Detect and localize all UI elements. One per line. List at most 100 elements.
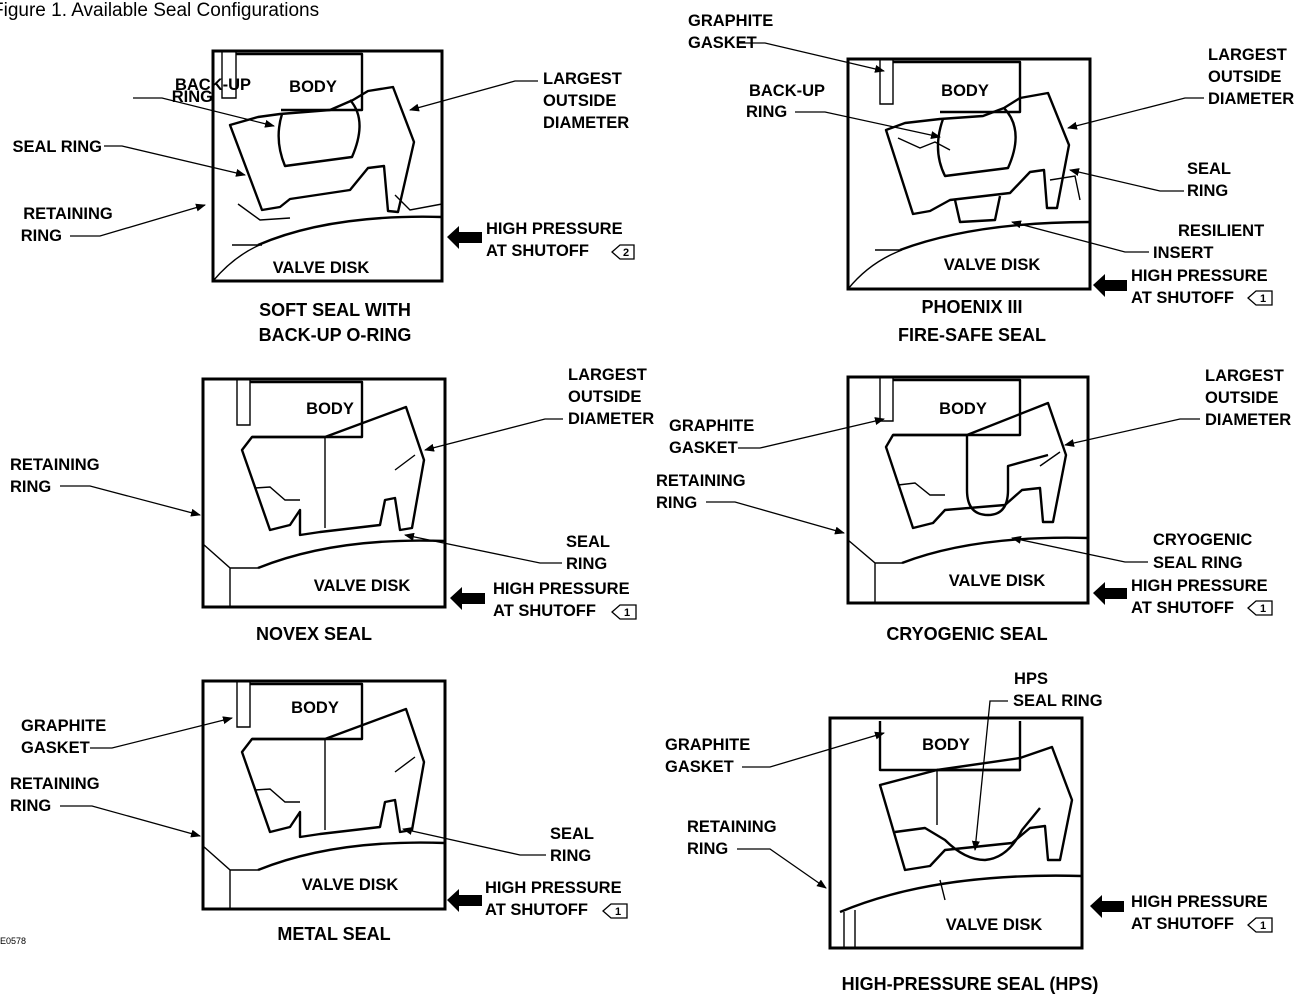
phoenix-seal-ring-label: RING	[1187, 182, 1228, 200]
cryogenic-note-number: 1	[1260, 603, 1266, 615]
phoenix-at-shutoff-label: AT SHUTOFF	[1131, 289, 1234, 307]
metal-high-pressure-label: HIGH PRESSURE	[485, 879, 622, 897]
cryogenic-graphite-label: GRAPHITE	[669, 417, 754, 435]
phoenix-graphite-leader	[737, 42, 885, 73]
metal-ring-label: RING	[10, 797, 51, 815]
panel-phoenix-seal: GRAPHITE GASKET BACK-UP RING LARGEST OUT…	[688, 12, 1294, 345]
drawing-code: E0578	[0, 936, 26, 946]
panel-soft-seal: BACK-UP RING SEAL RING RETAINING RING LA…	[12, 49, 635, 345]
panel-cryogenic-seal: GRAPHITE GASKET RETAINING RING LARGEST O…	[656, 367, 1291, 644]
hps-seal-ring-label: SEAL RING	[1013, 692, 1103, 710]
metal-retaining-leader	[60, 805, 201, 838]
cryogenic-disk-edge	[901, 536, 1089, 565]
cryogenic-outside-label: OUTSIDE	[1205, 389, 1278, 407]
phoenix-seal-label: SEAL	[1187, 160, 1231, 178]
hps-retaining-label: RETAINING	[687, 818, 777, 836]
phoenix-diameter-label: DIAMETER	[1208, 90, 1294, 108]
soft-at-shutoff-label: AT SHUTOFF	[486, 242, 589, 260]
cryogenic-retaining-leader	[706, 501, 845, 535]
phoenix-caption-line-1: PHOENIX III	[921, 297, 1022, 317]
phoenix-largest-leader	[1067, 97, 1204, 130]
phoenix-disk-step	[847, 249, 903, 290]
cryogenic-ring-slot	[965, 435, 1049, 517]
metal-seal-label: SEAL	[550, 825, 594, 843]
novex-detail-lines	[254, 437, 416, 528]
hps-disk-edge	[839, 874, 1083, 914]
soft-valve-disk-label: VALVE DISK	[273, 259, 370, 277]
metal-detail-lines	[254, 739, 416, 830]
phoenix-high-pressure-label: HIGH PRESSURE	[1131, 267, 1268, 285]
novex-disk-edge	[257, 539, 446, 570]
novex-seal-ring-label: RING	[566, 555, 607, 573]
cryogenic-seal-ring	[884, 401, 1068, 530]
hps-pressure-arrow	[1090, 895, 1124, 918]
novex-seal-leader	[404, 532, 562, 564]
soft-caption-line-2: BACK-UP O-RING	[259, 325, 412, 345]
soft-retaining-ring-label: RING	[21, 227, 62, 245]
cryogenic-gasket-label: GASKET	[669, 439, 738, 457]
hps-gasket-label: GASKET	[665, 758, 734, 776]
phoenix-gasket-slot	[879, 59, 894, 105]
cryogenic-largest-leader	[1064, 418, 1200, 447]
phoenix-back-up-label: BACK-UP	[749, 82, 825, 100]
cryogenic-diameter-label: DIAMETER	[1205, 411, 1291, 429]
metal-graphite-label: GRAPHITE	[21, 717, 106, 735]
phoenix-resilient-leader	[1011, 220, 1149, 253]
soft-body-label: BODY	[289, 78, 337, 96]
phoenix-seal-ring	[884, 91, 1071, 216]
metal-seal-ring	[240, 707, 426, 839]
soft-outside-label: OUTSIDE	[543, 92, 616, 110]
cryogenic-gasket-slot	[879, 377, 894, 422]
metal-at-shutoff-label: AT SHUTOFF	[485, 901, 588, 919]
hps-at-shutoff-label: AT SHUTOFF	[1131, 915, 1234, 933]
metal-disk-edge	[257, 841, 446, 872]
cryogenic-at-shutoff-label: AT SHUTOFF	[1131, 599, 1234, 617]
novex-diameter-label: DIAMETER	[568, 410, 654, 428]
soft-seal-ring-label: SEAL RING	[12, 138, 102, 156]
hps-ring-label: RING	[687, 840, 728, 858]
soft-ring-label: RING	[172, 88, 213, 106]
soft-seal-ring-leader	[104, 145, 246, 177]
phoenix-pressure-arrow	[1093, 274, 1127, 297]
soft-high-pressure-label: HIGH PRESSURE	[486, 220, 623, 238]
phoenix-outside-label: OUTSIDE	[1208, 68, 1281, 86]
novex-caption: NOVEX SEAL	[256, 624, 372, 644]
soft-seal-disk-step	[212, 243, 263, 282]
figure-title: Figure 1. Available Seal Configurations	[0, 0, 320, 21]
novex-seal-label: SEAL	[566, 533, 610, 551]
soft-seal-body-step	[221, 51, 237, 99]
hps-disk-step	[843, 910, 856, 948]
panel-metal-seal: GRAPHITE GASKET RETAINING RING SEAL RING…	[10, 679, 628, 944]
metal-gasket-slot	[236, 681, 251, 728]
phoenix-gasket-label: GASKET	[688, 34, 757, 52]
novex-disk-step	[202, 543, 258, 607]
soft-seal-disk-edge	[257, 215, 443, 247]
phoenix-insert-label: INSERT	[1153, 244, 1214, 262]
soft-seal-retainer-lines	[237, 194, 443, 221]
cryogenic-largest-label: LARGEST	[1205, 367, 1284, 385]
phoenix-body	[893, 60, 1022, 114]
novex-at-shutoff-label: AT SHUTOFF	[493, 602, 596, 620]
phoenix-back-up-ring	[936, 107, 1017, 178]
panel-hps-seal: HPS SEAL RING GRAPHITE GASKET RETAINING …	[665, 670, 1273, 994]
novex-note-flag	[611, 604, 637, 620]
novex-valve-disk-label: VALVE DISK	[314, 577, 411, 595]
phoenix-ring-label: RING	[746, 103, 787, 121]
metal-seal-ring-label: RING	[550, 847, 591, 865]
novex-retaining-leader	[60, 485, 201, 517]
novex-outside-label: OUTSIDE	[568, 388, 641, 406]
hps-seal-leader	[971, 700, 1008, 851]
metal-retaining-label: RETAINING	[10, 775, 100, 793]
hps-high-pressure-label: HIGH PRESSURE	[1131, 893, 1268, 911]
soft-back-up-label: BACK-UP	[175, 76, 251, 94]
cryogenic-pressure-arrow	[1093, 582, 1127, 605]
soft-seal-frame	[211, 49, 444, 283]
cryogenic-high-pressure-label: HIGH PRESSURE	[1131, 577, 1268, 595]
panel-novex-seal: RETAINING RING LARGEST OUTSIDE DIAMETER …	[10, 366, 654, 644]
cryogenic-caption: CRYOGENIC SEAL	[886, 624, 1047, 644]
phoenix-resilient-label: RESILIENT	[1178, 222, 1264, 240]
phoenix-largest-label: LARGEST	[1208, 46, 1287, 64]
novex-high-pressure-label: HIGH PRESSURE	[493, 580, 630, 598]
novex-largest-leader	[424, 418, 563, 452]
soft-seal-ring	[228, 85, 416, 214]
